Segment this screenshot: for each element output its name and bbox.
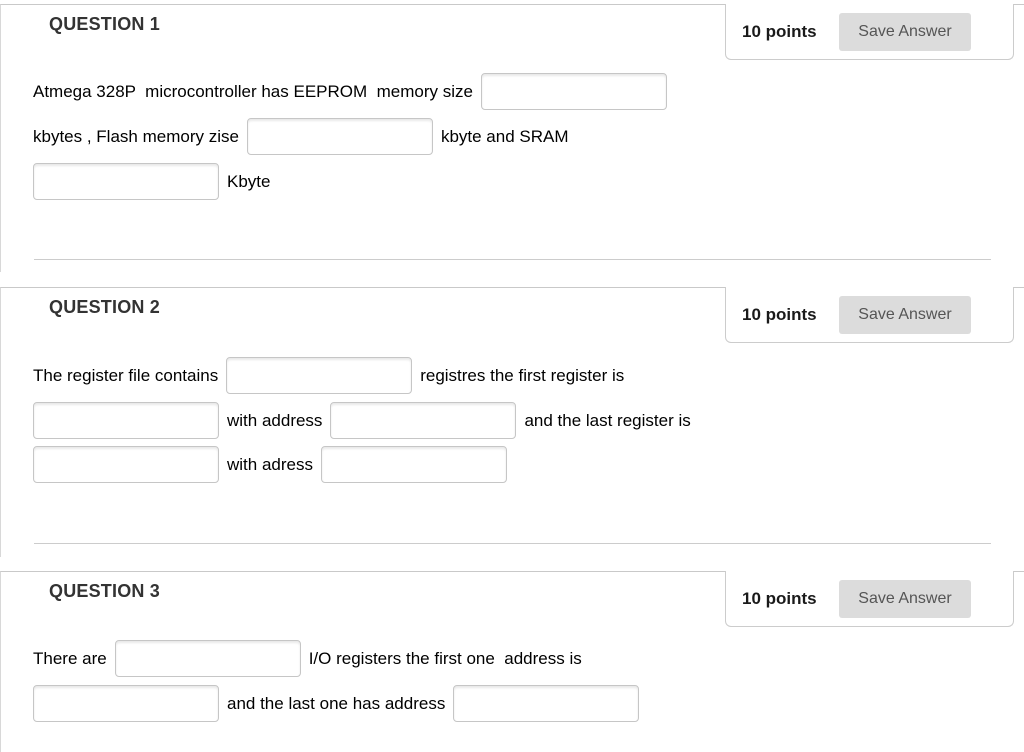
question-text-segment: I/O registers the first one address is	[308, 649, 582, 668]
question-divider	[34, 543, 991, 544]
save-answer-button[interactable]: Save Answer	[839, 579, 971, 618]
q2-last-address-input[interactable]	[320, 446, 507, 483]
question-3-title: QUESTION 3	[49, 581, 161, 601]
q2-last-register-input[interactable]	[33, 446, 219, 483]
question-2-section: QUESTION 2 10 points Save Answer The reg…	[0, 287, 1024, 557]
question-1-row-1: Atmega 328P microcontroller has EEPROM m…	[33, 73, 667, 110]
question-text-segment: with adress	[227, 455, 313, 474]
question-text-segment: Kbyte	[227, 172, 271, 191]
question-2-row-2: with address and the last register is	[33, 402, 691, 439]
points-label: 10 points	[742, 588, 817, 608]
question-text-segment: kbyte and SRAM	[440, 127, 569, 146]
save-answer-button[interactable]: Save Answer	[839, 295, 971, 334]
question-3-section: QUESTION 3 10 points Save Answer There a…	[0, 571, 1024, 752]
q1-flash-size-input[interactable]	[246, 118, 433, 155]
question-2-row-3: with adress	[33, 446, 507, 483]
q3-last-address-input[interactable]	[453, 685, 640, 722]
points-label: 10 points	[742, 304, 817, 324]
question-text-segment: Atmega 328P microcontroller has EEPROM m…	[33, 82, 473, 101]
question-text-segment: There are	[33, 649, 107, 668]
q1-sram-size-input[interactable]	[33, 163, 219, 200]
save-answer-button[interactable]: Save Answer	[839, 12, 971, 51]
question-2-title: QUESTION 2	[49, 297, 161, 317]
question-1-points-box: 10 points Save Answer	[725, 4, 1014, 60]
question-1-title: QUESTION 1	[49, 14, 161, 34]
question-3-row-1: There are I/O registers the first one ad…	[33, 640, 582, 677]
question-3-points-box: 10 points Save Answer	[725, 571, 1014, 627]
question-text-segment: with address	[227, 411, 323, 430]
question-text-segment: registres the first register is	[420, 366, 625, 385]
question-1-section: QUESTION 1 10 points Save Answer Atmega …	[0, 4, 1024, 272]
question-2-points-box: 10 points Save Answer	[725, 287, 1014, 343]
q2-first-register-input[interactable]	[33, 402, 219, 439]
q2-register-count-input[interactable]	[226, 357, 413, 394]
points-label: 10 points	[742, 21, 817, 41]
q3-first-address-input[interactable]	[33, 685, 219, 722]
question-3-row-2: and the last one has address	[33, 685, 640, 722]
question-1-row-3: Kbyte	[33, 163, 270, 200]
question-divider	[34, 259, 991, 260]
q2-first-address-input[interactable]	[330, 402, 517, 439]
q1-eeprom-size-input[interactable]	[480, 73, 667, 110]
question-text-segment: kbytes , Flash memory zise	[33, 127, 239, 146]
question-text-segment: and the last register is	[524, 411, 691, 430]
question-text-segment: and the last one has address	[227, 694, 446, 713]
q3-io-register-count-input[interactable]	[114, 640, 301, 677]
question-text-segment: The register file contains	[33, 366, 219, 385]
question-2-row-1: The register file contains registres the…	[33, 357, 624, 394]
question-1-row-2: kbytes , Flash memory zise kbyte and SRA…	[33, 118, 569, 155]
